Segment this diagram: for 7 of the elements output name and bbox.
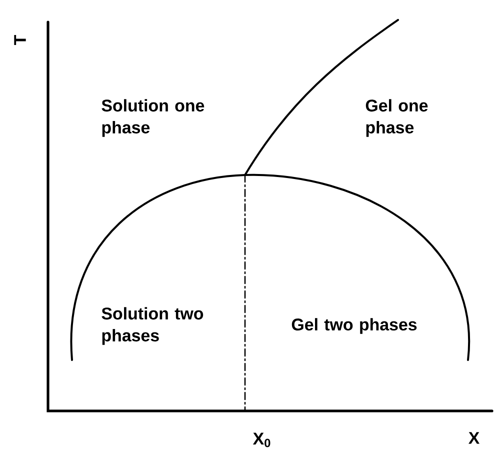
region-label: Gel one phase: [366, 99, 428, 137]
axis-label: T: [14, 35, 26, 45]
axis-label: X: [468, 432, 480, 444]
region-label: Gel two phases: [292, 318, 417, 334]
region-label: Solution one phase: [102, 99, 204, 137]
region-label: Solution two phases: [102, 307, 204, 345]
axis-label: X$_{0}$: [252, 432, 270, 448]
